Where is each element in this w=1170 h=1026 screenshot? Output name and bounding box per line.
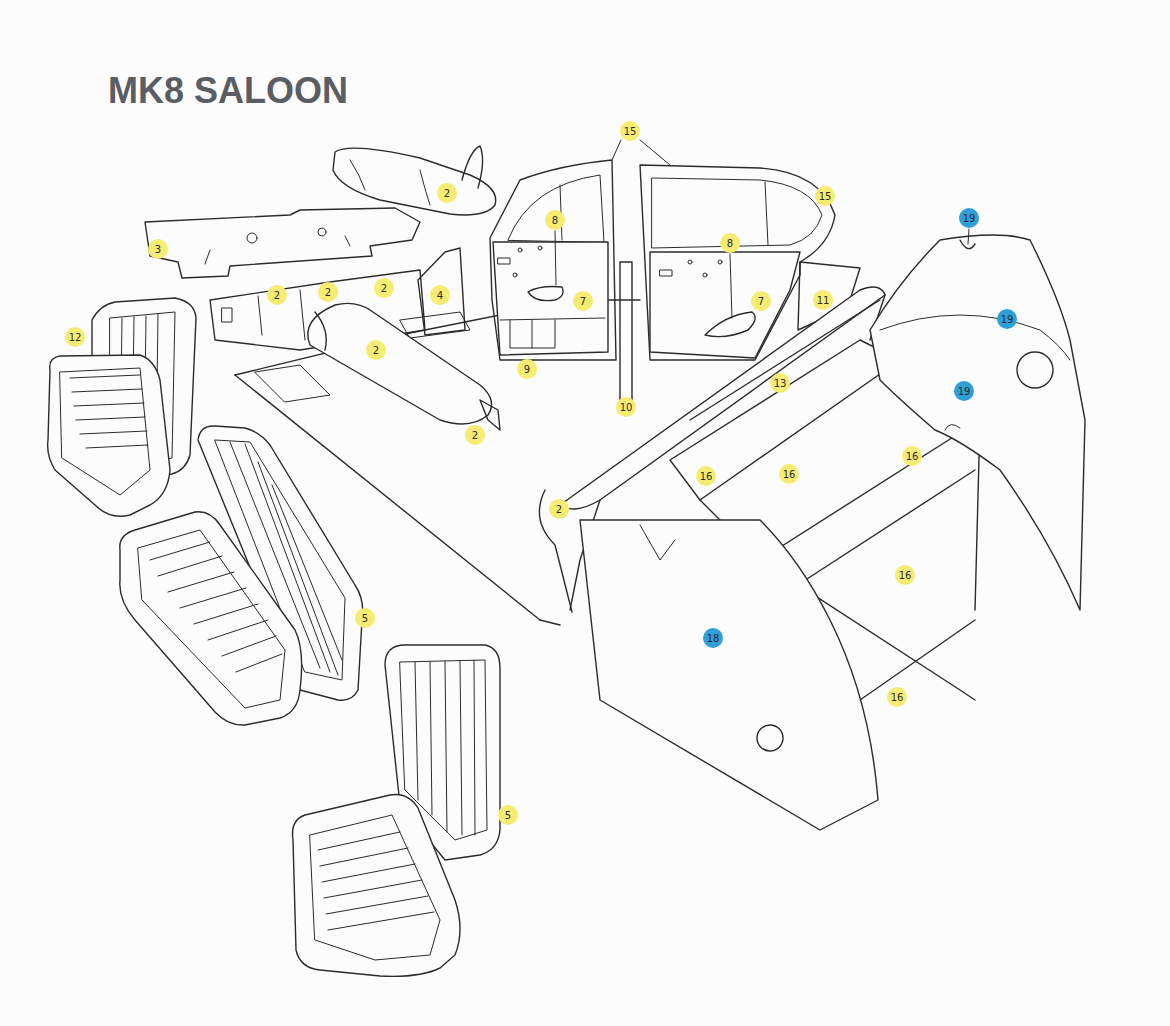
callout-number: 7 — [573, 291, 593, 311]
callout-number: 2 — [318, 282, 338, 302]
callout-number: 2 — [437, 183, 457, 203]
callout-number: 18 — [703, 628, 723, 648]
callout-number: 2 — [267, 285, 287, 305]
callout-number: 3 — [148, 239, 168, 259]
callout-number: 15 — [815, 186, 835, 206]
title: MK8 SALOON — [108, 70, 348, 112]
callout-number: 19 — [959, 208, 979, 228]
callout-number: 11 — [813, 290, 833, 310]
callout-number: 5 — [498, 805, 518, 825]
callout-number: 16 — [902, 446, 922, 466]
callout-number: 10 — [616, 397, 636, 417]
callout-number: 2 — [465, 425, 485, 445]
callout-number: 8 — [720, 233, 740, 253]
callout-number: 16 — [887, 687, 907, 707]
callout-number: 5 — [355, 608, 375, 628]
callout-number: 13 — [770, 373, 790, 393]
callout-number: 19 — [997, 309, 1017, 329]
callout-number: 8 — [545, 210, 565, 230]
callout-number: 2 — [366, 340, 386, 360]
callout-number: 16 — [696, 466, 716, 486]
callout-number: 9 — [517, 359, 537, 379]
callout-number: 2 — [549, 499, 569, 519]
callout-number: 15 — [620, 121, 640, 141]
callout-number: 16 — [895, 565, 915, 585]
callout-number: 4 — [430, 285, 450, 305]
callout-number: 16 — [779, 464, 799, 484]
callout-number: 7 — [751, 291, 771, 311]
callout-number: 19 — [954, 381, 974, 401]
callout-number: 2 — [374, 278, 394, 298]
callout-number: 12 — [65, 327, 85, 347]
